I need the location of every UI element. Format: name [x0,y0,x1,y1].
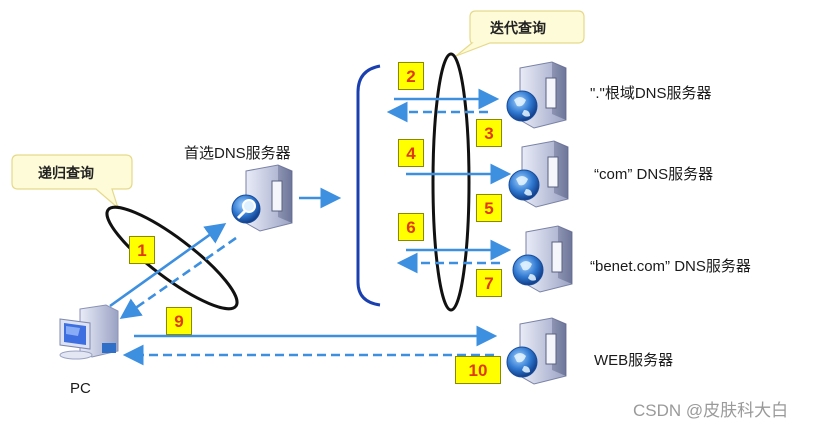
com-dns-server-icon [508,140,569,208]
label-web-server: WEB服务器 [594,352,674,369]
label-benet-dns: “benet.com” DNS服务器 [590,258,751,275]
step-badge-9: 9 [166,307,192,335]
step-badge-7: 7 [476,269,502,297]
recursive-ellipse [105,205,239,311]
watermark: CSDN @皮肤科大白 [633,401,789,420]
iterative-ellipse [431,52,471,312]
preferred-dns-server-icon [231,164,293,232]
root-dns-server-icon [506,61,567,129]
step-badge-3: 3 [476,119,502,147]
step-badge-4: 4 [398,139,424,167]
step-badge-6: 6 [398,213,424,241]
label-preferred-dns: 首选DNS服务器 [184,145,291,162]
arrow-pc-to-dns [109,222,227,308]
label-com-dns: “com” DNS服务器 [594,166,714,183]
arrow-dns-to-pc [119,236,237,319]
step-badge-10: 10 [455,356,501,384]
label-root-dns: "."根域DNS服务器 [590,85,712,102]
web-server-icon [506,317,567,385]
benet-dns-server-icon [512,225,573,293]
callout-recursive-text: 递归查询 [38,165,94,181]
step-badge-1: 1 [129,236,155,264]
label-pc: PC [70,380,91,397]
iteration-bracket [356,64,381,307]
callout-recursive-bubble [11,154,133,210]
callout-iterative-bubble [455,10,585,57]
step-badge-5: 5 [476,194,502,222]
callout-iterative-text: 迭代查询 [490,20,546,36]
pc-computer-icon [59,304,119,360]
step-badge-2: 2 [398,62,424,90]
